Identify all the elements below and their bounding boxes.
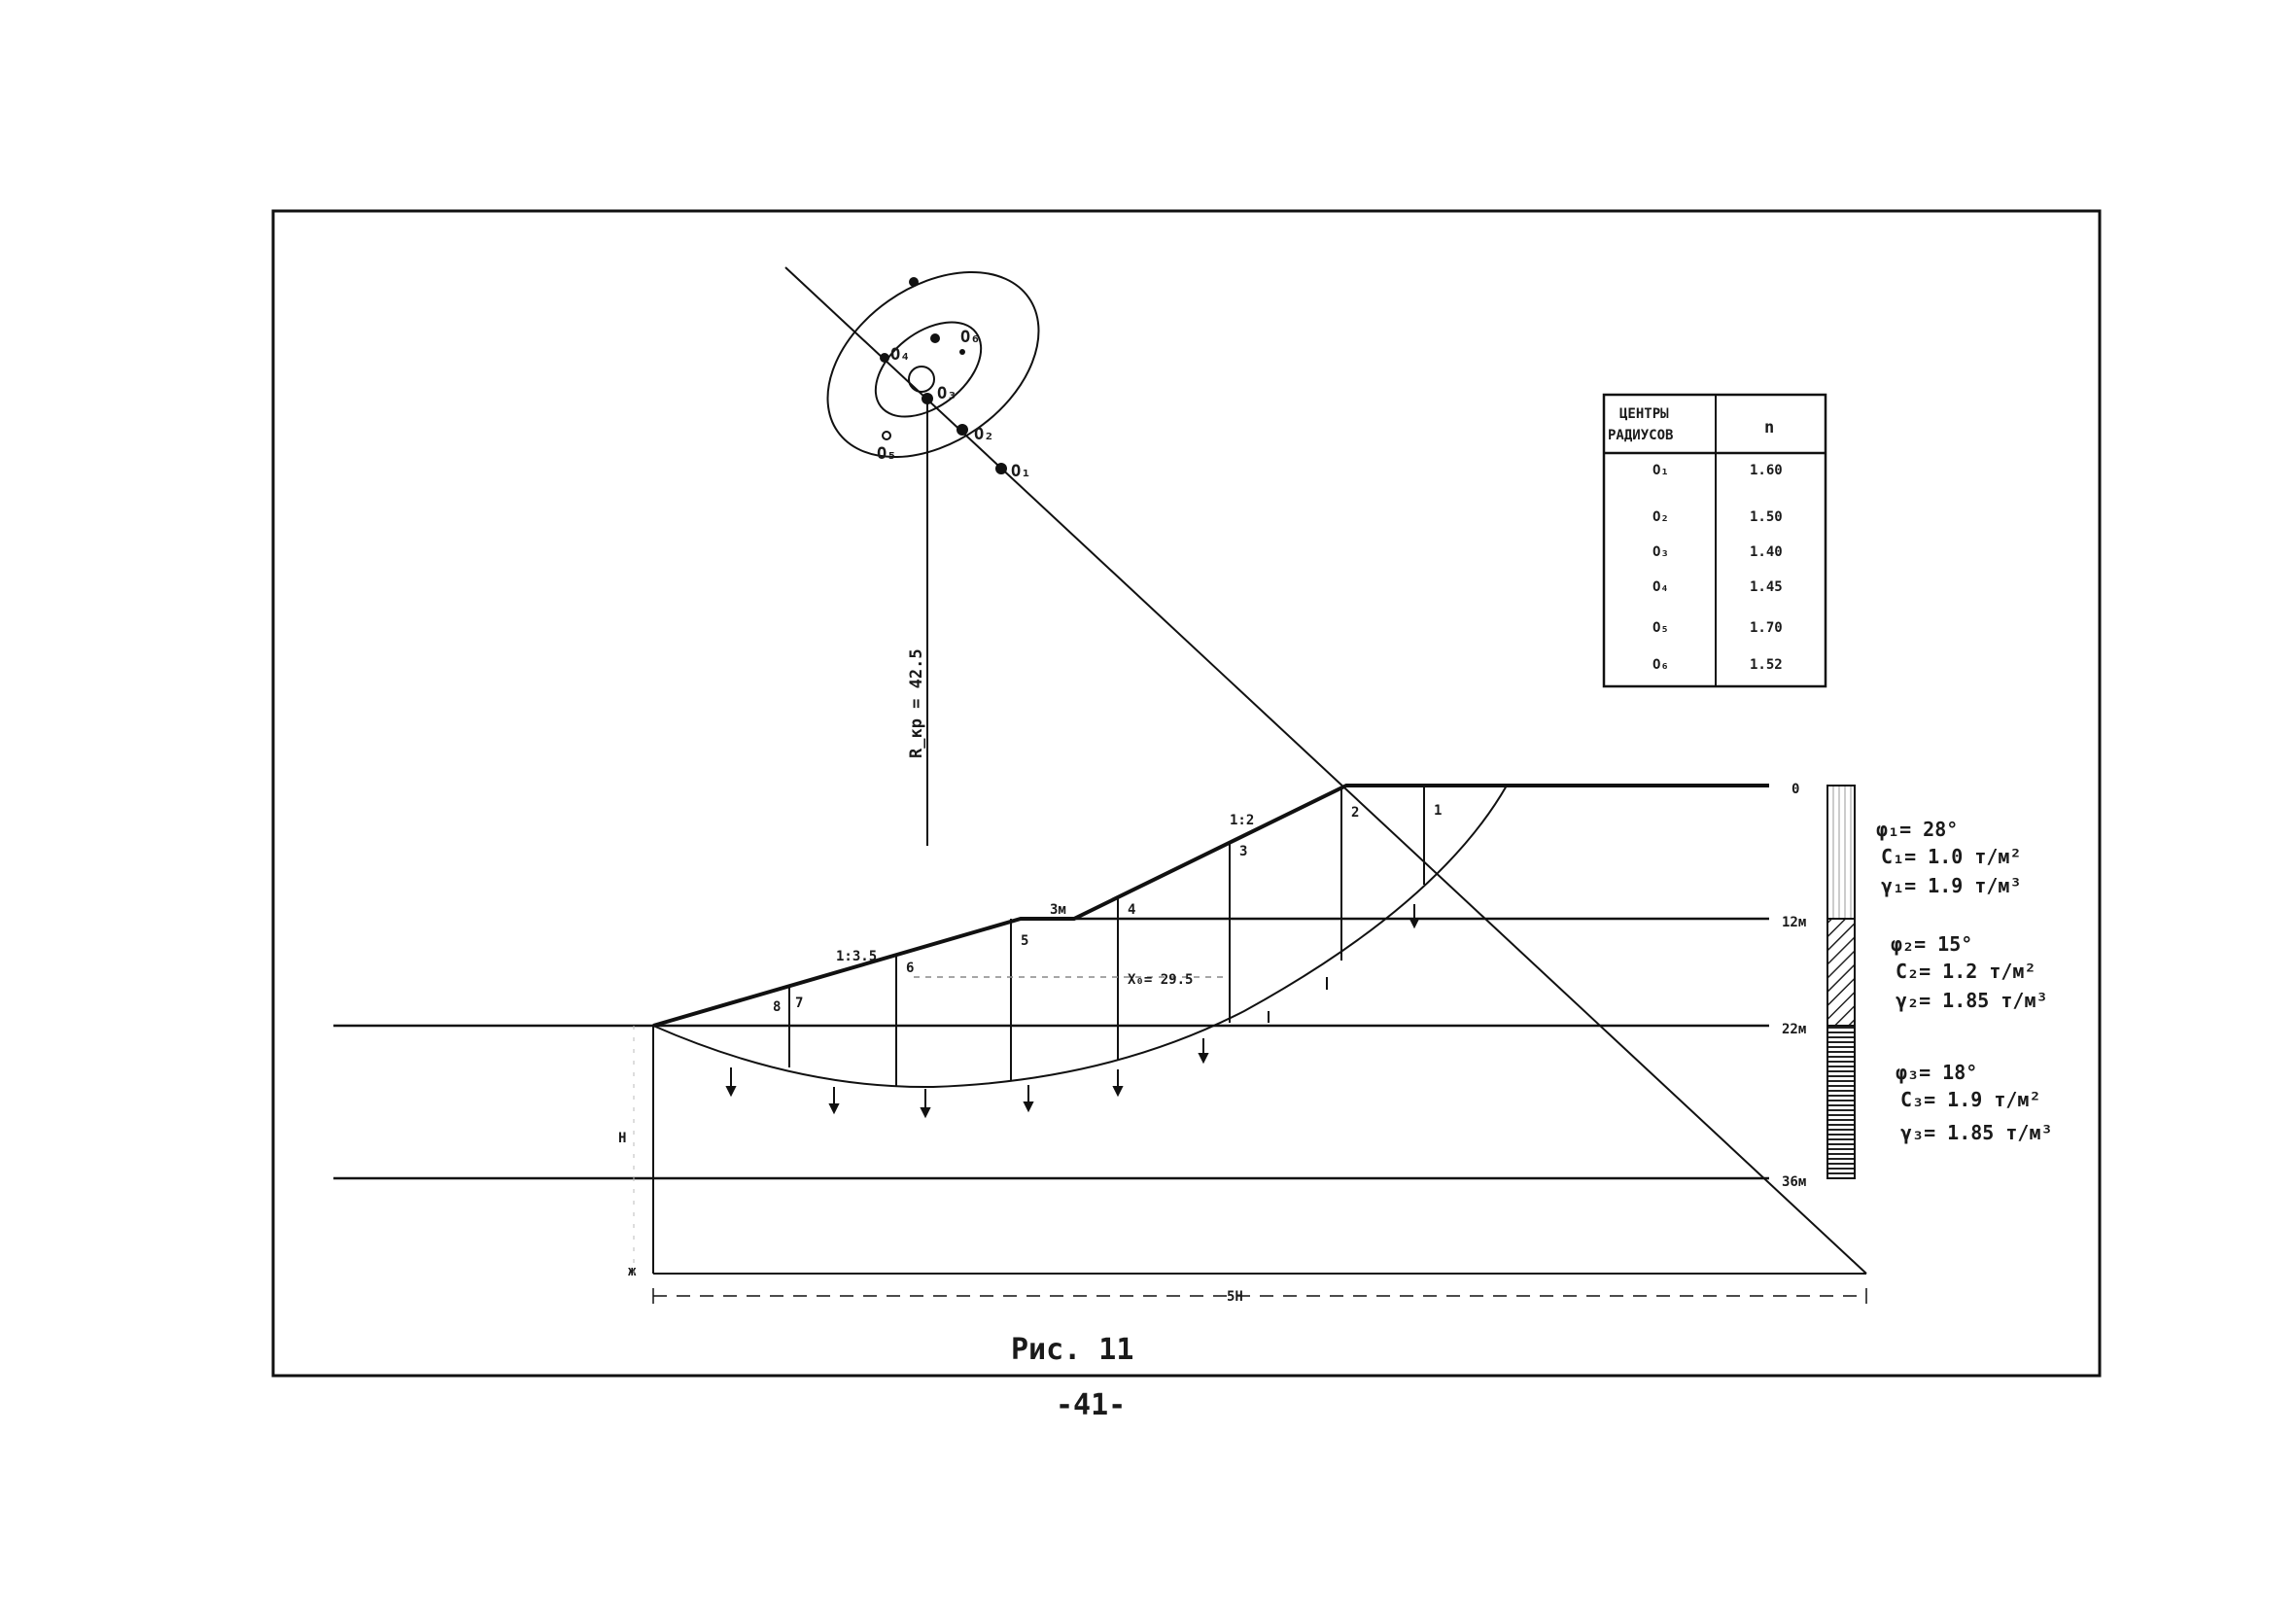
table-header-left-2: РАДИУСОВ — [1608, 428, 1673, 443]
table-center-3: O₃ — [1652, 544, 1669, 560]
layer3-gamma: γ₃= 1.85 т/м³ — [1900, 1121, 2053, 1144]
layer1-phi: φ₁= 28° — [1876, 818, 1958, 841]
lower-slope-label: 1:3.5 — [836, 949, 877, 964]
center-labels: O₁ O₂ O₃ O₄ O₅ O₆ — [877, 328, 1030, 481]
force-arrows — [725, 904, 1420, 1119]
layer3-phi: φ₃= 18° — [1896, 1061, 1977, 1084]
label-o4: O₄ — [890, 345, 910, 365]
soil-layer-3 — [1826, 1025, 1856, 1179]
center-o3 — [922, 393, 933, 404]
depth-0: 0 — [1792, 782, 1799, 797]
table-center-5: O₅ — [1652, 620, 1669, 636]
center-o6 — [959, 349, 965, 355]
page-number: -41- — [1056, 1388, 1126, 1422]
soil-layer-1 — [1826, 785, 1856, 920]
table-n-3: 1.40 — [1750, 544, 1783, 560]
label-o6: O₆ — [960, 328, 980, 347]
depth-22: 22м — [1782, 1022, 1806, 1037]
berm-label: 3м — [1050, 902, 1066, 918]
table-header-left-1: ЦЕНТРЫ — [1619, 406, 1669, 422]
model-boundary — [652, 1026, 1866, 1275]
dimension-5h-label: 5H — [1227, 1289, 1243, 1305]
label-o3: O₃ — [937, 384, 957, 403]
isoline-contours — [826, 270, 1040, 459]
label-o5: O₅ — [877, 444, 896, 464]
table-n-2: 1.50 — [1750, 509, 1783, 525]
soil-column — [1826, 785, 1856, 1179]
soil-layer-2 — [1826, 918, 1856, 1027]
slip-circle — [652, 785, 1508, 1089]
table-n-6: 1.52 — [1750, 657, 1783, 673]
figure-frame — [271, 209, 2102, 1378]
table-header-right: n — [1764, 418, 1774, 437]
layer2-gamma: γ₂= 1.85 т/м³ — [1896, 989, 2048, 1012]
layer1-c: C₁= 1.0 т/м² — [1881, 845, 2022, 868]
figure-caption: Рис. 11 — [1011, 1333, 1133, 1367]
x0-label: X₀= 29.5 — [1128, 972, 1193, 988]
center-o2 — [957, 424, 968, 436]
slice-8: 8 — [773, 999, 781, 1015]
depth-36: 36м — [1782, 1174, 1806, 1190]
slice-3: 3 — [1239, 844, 1247, 859]
slice-5: 5 — [1021, 933, 1028, 949]
table-n-1: 1.60 — [1750, 463, 1783, 478]
slice-numbers: 1 2 3 4 5 6 7 8 — [773, 803, 1442, 1015]
table-n-4: 1.45 — [1750, 579, 1783, 595]
layer-properties: φ₁= 28° C₁= 1.0 т/м² γ₁= 1.9 т/м³ φ₂= 15… — [1876, 818, 2053, 1144]
slope-profile — [652, 784, 1769, 1028]
label-o1: O₁ — [1011, 462, 1030, 481]
radius-label: R_кр = 42.5 — [907, 648, 926, 758]
center-o5 — [882, 431, 891, 440]
center-points — [880, 277, 1007, 474]
label-o2: O₂ — [974, 425, 993, 444]
slice-4: 4 — [1128, 902, 1135, 918]
table-n-5: 1.70 — [1750, 620, 1783, 636]
slice-6: 6 — [906, 961, 914, 976]
bottom-dimension — [652, 1288, 1867, 1304]
diagonal-construction-line — [784, 266, 1867, 1275]
left-h-marker: H — [618, 1131, 626, 1146]
depth-12: 12м — [1782, 915, 1806, 930]
table-center-2: O₂ — [1652, 509, 1669, 525]
depth-labels: 0 12м 22м 36м — [1782, 782, 1806, 1190]
layer1-gamma: γ₁= 1.9 т/м³ — [1881, 874, 2022, 897]
slice-7: 7 — [795, 996, 803, 1011]
left-tick-marker: ж — [628, 1264, 637, 1279]
slice-lines — [788, 786, 1425, 1087]
table-center-1: O₁ — [1652, 463, 1669, 478]
slice-2: 2 — [1351, 805, 1359, 821]
centers-table: ЦЕНТРЫ РАДИУСОВ n O₁ 1.60 O₂ 1.50 O₃ 1.4… — [1602, 393, 1827, 688]
layer2-c: C₂= 1.2 т/м² — [1896, 960, 2036, 983]
center-o4 — [880, 353, 889, 363]
upper-slope-label: 1:2 — [1230, 813, 1254, 828]
table-center-6: O₆ — [1652, 657, 1669, 673]
slice-1: 1 — [1434, 803, 1442, 819]
layer3-c: C₃= 1.9 т/м² — [1900, 1088, 2041, 1111]
center-o1 — [995, 463, 1007, 474]
table-center-4: O₄ — [1652, 579, 1669, 595]
layer2-phi: φ₂= 15° — [1891, 932, 1972, 956]
